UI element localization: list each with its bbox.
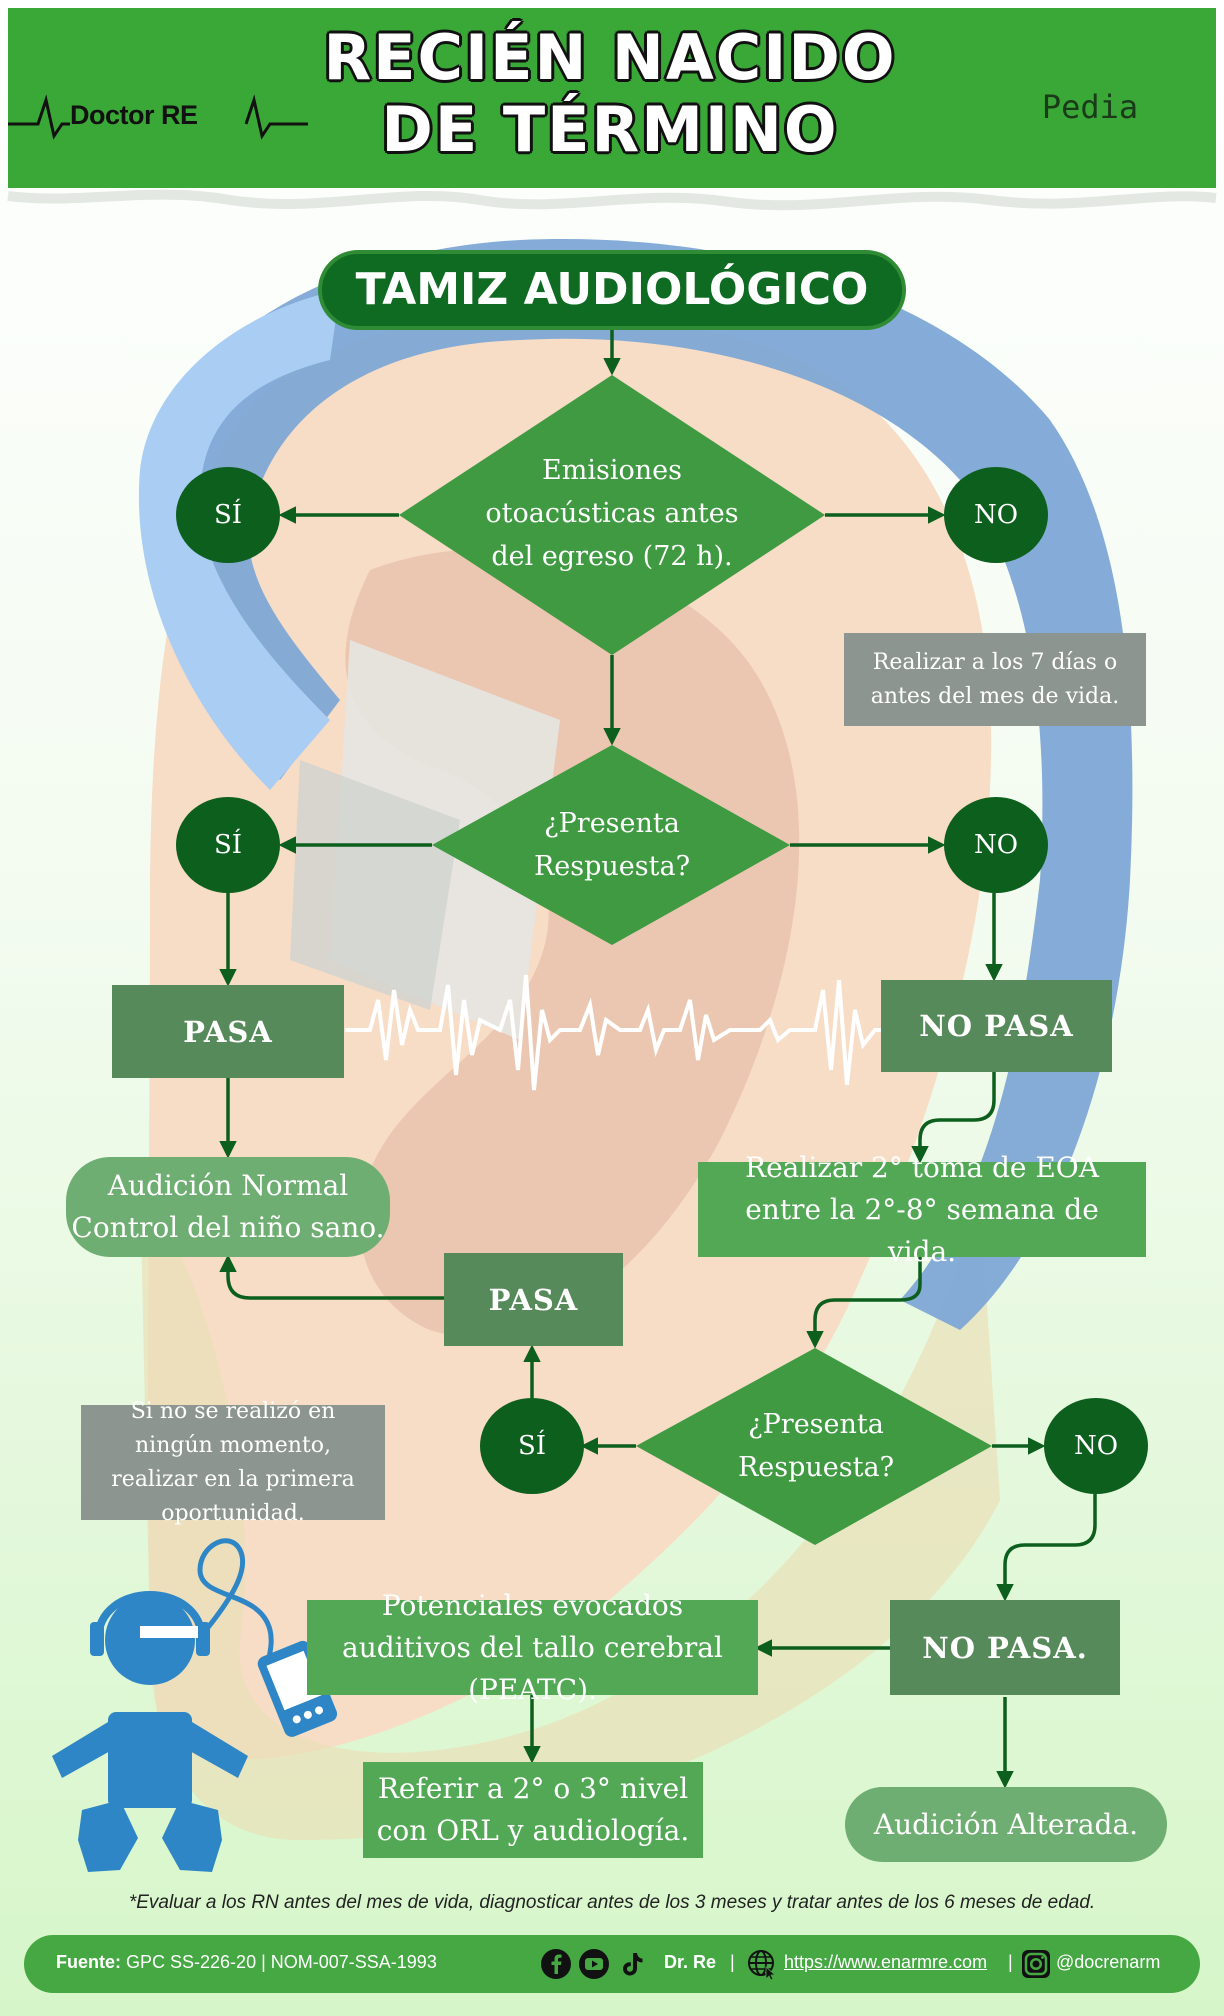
no-circle-3: NO [1044, 1398, 1148, 1494]
title-line-2: DE TÉRMINO [381, 93, 839, 166]
yes-circle-2: SÍ [176, 797, 280, 893]
fail-box-1: NO PASA [881, 980, 1112, 1072]
altered-hearing-pill: Audición Alterada. [845, 1787, 1167, 1862]
globe-cursor-icon [748, 1950, 777, 1980]
tiktok-icon[interactable] [616, 1948, 648, 1980]
flow-title: TAMIZ AUDIOLÓGICO [318, 250, 906, 330]
eoa-line-2: otoacústicas antes [485, 498, 739, 529]
source-citation: Fuente: GPC SS-226-20 | NOM-007-SSA-1993 [56, 1952, 437, 1973]
yes-circle-3: SÍ [480, 1398, 584, 1494]
header-wave-shadow [7, 189, 1217, 211]
ear-illustration [140, 313, 1000, 1840]
footer-separator-1: | [730, 1952, 735, 1972]
source-label: Fuente: [56, 1952, 121, 1972]
normal-hearing-pill: Audición Normal Control del niño sano. [66, 1157, 390, 1257]
peatc-box: Potenciales evocados auditivos del tallo… [307, 1589, 758, 1706]
footer-separator-2: | [1008, 1952, 1013, 1972]
youtube-icon[interactable] [578, 1948, 610, 1980]
title-line-1: RECIÉN NACIDO [323, 21, 897, 94]
website-link[interactable]: https://www.enarmre.com [784, 1952, 988, 1972]
question-2-line-1: ¿Presenta [748, 1409, 884, 1440]
pass-box-1: PASA [112, 985, 344, 1078]
footnote: *Evaluar a los RN antes del mes de vida,… [128, 1892, 1096, 1913]
diamond-question-2 [636, 1348, 992, 1545]
footer-bar: Fuente: GPC SS-226-20 | NOM-007-SSA-1993… [24, 1935, 1200, 1993]
normal-line-2: Control del niño sano. [71, 1211, 385, 1244]
source-text: GPC SS-226-20 | NOM-007-SSA-1993 [126, 1952, 437, 1972]
second-eoa-box: Realizar 2° toma de EOA entre la 2°-8° s… [698, 1151, 1146, 1268]
facebook-icon[interactable] [540, 1948, 572, 1980]
eoa-text: Emisiones otoacústicas antes del egreso … [440, 449, 784, 578]
eoa-line-3: del egreso (72 h). [491, 541, 733, 572]
author-name: Dr. Re [664, 1952, 717, 1972]
flow-connectors [219, 330, 1097, 1789]
question-1-line-1: ¿Presenta [544, 808, 680, 839]
header-banner [8, 8, 1216, 188]
pass-box-2: PASA [444, 1253, 623, 1346]
heartbeat-logo-icon [8, 94, 308, 140]
diamond-question-1 [432, 745, 790, 945]
no-circle-2: NO [944, 797, 1048, 893]
question-2-text: ¿Presenta Respuesta? [676, 1403, 956, 1489]
pedia-badge-label: Pedia [1041, 88, 1139, 126]
eoa-line-1: Emisiones [542, 455, 682, 486]
sound-wave-illustration [345, 974, 900, 1091]
page-title: RECIÉN NACIDO DE TÉRMINO [300, 22, 920, 166]
diamond-eoa [399, 375, 825, 655]
fail-box-2: NO PASA. [890, 1600, 1120, 1695]
instagram-handle[interactable]: @docrenarm [1056, 1952, 1161, 1972]
question-2-line-2: Respuesta? [737, 1452, 895, 1483]
yes-circle-1: SÍ [176, 467, 280, 563]
brand-logo: Doctor RE [70, 100, 198, 130]
question-1-text: ¿Presenta Respuesta? [472, 802, 752, 888]
baby-with-headphones-illustration [52, 1538, 338, 1872]
no-circle-1: NO [944, 467, 1048, 563]
instagram-icon[interactable] [1020, 1948, 1052, 1980]
missed-note: Si no se realizó en ningún momento, real… [81, 1399, 385, 1526]
retry-note: Realizar a los 7 días o antes del mes de… [844, 633, 1146, 726]
refer-box: Referir a 2° o 3° nivel con ORL y audiol… [363, 1762, 703, 1858]
question-1-line-2: Respuesta? [533, 851, 691, 882]
normal-line-1: Audición Normal [107, 1169, 349, 1202]
